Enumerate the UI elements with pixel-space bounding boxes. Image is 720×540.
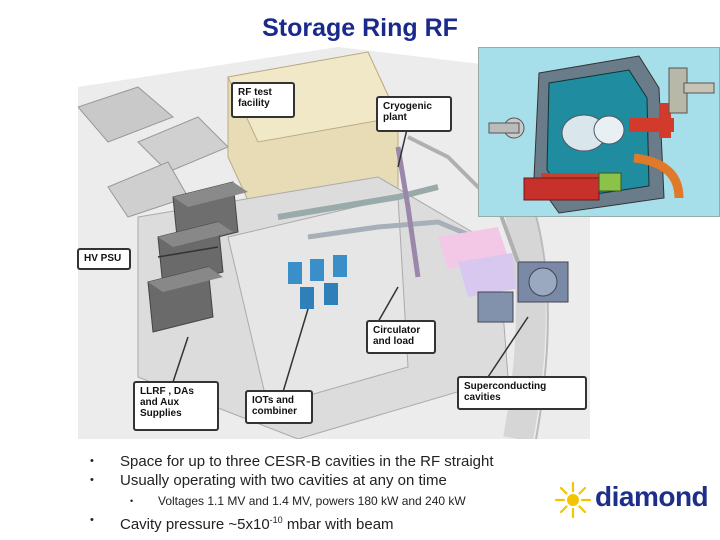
callout-llrf-das-aux-supplies: LLRF , DAs and Aux Supplies	[133, 381, 219, 431]
diamond-logo-star-icon	[554, 481, 592, 519]
callout-superconducting-cavities: Superconducting cavities	[457, 376, 587, 410]
bullet-item: •Space for up to three CESR-B cavities i…	[90, 453, 494, 470]
bullet-text: Usually operating with two cavities at a…	[120, 472, 447, 489]
pressure-unit-text: mbar with beam	[282, 516, 394, 533]
pressure-exponent: -10	[269, 515, 283, 525]
bullet-text: Cavity pressure ~5x10-10 mbar with beam	[120, 511, 394, 534]
sub-bullet-item: •Voltages 1.1 MV and 1.4 MV, powers 180 …	[130, 494, 466, 508]
bullet-item: •Usually operating with two cavities at …	[90, 472, 447, 489]
callout-cryogenic-plant: Cryogenic plant	[376, 96, 452, 132]
callout-iots-and-combiner: IOTs and combiner	[245, 390, 313, 424]
callout-rf-test-facility: RF test facility	[231, 82, 295, 118]
diamond-logo-text: diamond	[595, 481, 709, 512]
callout-circulator-and-load: Circulator and load	[366, 320, 436, 354]
sub-bullet-text: Voltages 1.1 MV and 1.4 MV, powers 180 k…	[158, 494, 466, 508]
bullet-text: Space for up to three CESR-B cavities in…	[120, 453, 494, 470]
callout-hv-psu: HV PSU	[77, 248, 131, 270]
cavity-cutaway-inset	[478, 47, 720, 217]
bullet-list: •Space for up to three CESR-B cavities i…	[88, 452, 548, 534]
slide-title: Storage Ring RF	[262, 14, 458, 42]
bullet-item: •Cavity pressure ~5x10-10 mbar with beam	[88, 511, 548, 534]
pressure-text: Cavity pressure ~5x10	[120, 516, 270, 533]
